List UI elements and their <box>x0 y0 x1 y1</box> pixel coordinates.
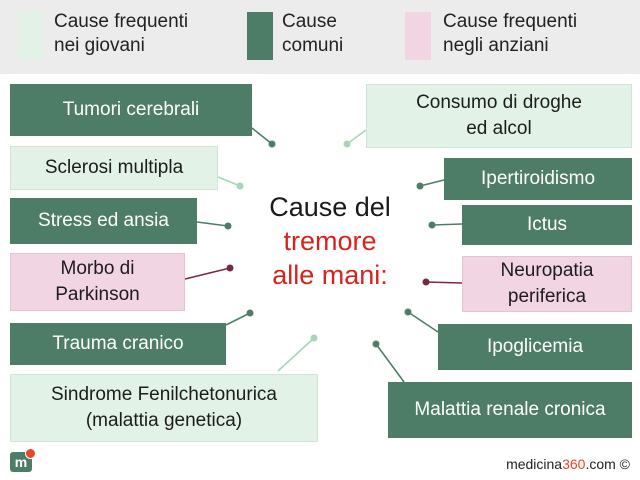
title-line-1: Cause del <box>269 192 391 222</box>
title-line-2: tremore <box>283 226 377 256</box>
connector-dot-consumo <box>343 140 351 148</box>
connector-dot-ictus <box>428 221 436 229</box>
credit-prefix: medicina <box>506 456 563 472</box>
brand-logo-letter: m <box>14 454 28 470</box>
connector-sclerosi <box>217 176 241 187</box>
legend-swatch-common <box>247 12 273 60</box>
cause-stress-ansia: Stress ed ansia <box>10 198 197 244</box>
connector-dot-tumori <box>268 140 276 148</box>
credit-suffix: .com © <box>585 456 630 472</box>
legend-label-young: Cause frequenti nei giovani <box>54 11 189 56</box>
connector-dot-trauma <box>246 309 254 317</box>
legend-bar: Cause frequenti nei giovani Cause comuni… <box>0 0 640 74</box>
connector-parkinson <box>184 267 231 280</box>
legend-label-common: Cause comuni <box>282 11 344 56</box>
cause-ipoglicemia: Ipoglicemia <box>438 324 632 370</box>
connector-tumori <box>251 127 273 145</box>
cause-neuropatia-periferica: Neuropatia periferica <box>462 256 632 312</box>
site-credit: medicina360.com © <box>506 456 630 472</box>
connector-dot-ipertiroidismo <box>416 182 424 190</box>
connector-neuropatia <box>425 281 463 284</box>
connector-dot-stress <box>224 222 232 230</box>
connector-dot-sclerosi <box>236 182 244 190</box>
cause-trauma-cranico: Trauma cranico <box>10 323 226 365</box>
cause-morbo-parkinson: Morbo di Parkinson <box>10 253 185 311</box>
connector-dot-ipoglicemia <box>404 308 412 316</box>
diagram-title: Cause del tremore alle mani: <box>240 190 420 292</box>
cause-ipertiroidismo: Ipertiroidismo <box>444 158 632 200</box>
brand-logo-icon: m <box>10 448 36 472</box>
connector-dot-sindrome <box>310 334 318 342</box>
connector-renale <box>375 343 405 383</box>
connector-sindrome <box>277 337 315 372</box>
legend-label-elderly: Cause frequenti negli anziani <box>443 11 578 56</box>
legend-swatch-young <box>18 12 44 60</box>
cause-ictus: Ictus <box>462 205 632 245</box>
cause-malattia-renale: Malattia renale cronica <box>388 382 632 438</box>
credit-number: 360 <box>562 456 586 472</box>
connector-dot-neuropatia <box>422 278 430 286</box>
brand-logo-dot <box>25 448 36 459</box>
connector-ipoglicemia <box>407 311 439 333</box>
cause-droghe-alcol: Consumo di droghe ed alcol <box>366 84 632 148</box>
cause-sclerosi-multipla: Sclerosi multipla <box>10 146 218 190</box>
cause-tumori-cerebrali: Tumori cerebrali <box>10 84 252 136</box>
connector-dot-parkinson <box>226 264 234 272</box>
cause-sindrome-fenilchetonurica: Sindrome Fenilchetonurica (malattia gene… <box>10 374 318 442</box>
connector-trauma <box>225 312 251 326</box>
title-line-3: alle mani: <box>272 260 388 290</box>
legend-swatch-elderly <box>405 12 431 60</box>
connector-consumo <box>346 129 367 145</box>
connector-ipertiroidismo <box>419 179 445 187</box>
connector-stress <box>196 221 229 227</box>
connector-ictus <box>431 223 463 226</box>
connector-dot-renale <box>372 340 380 348</box>
